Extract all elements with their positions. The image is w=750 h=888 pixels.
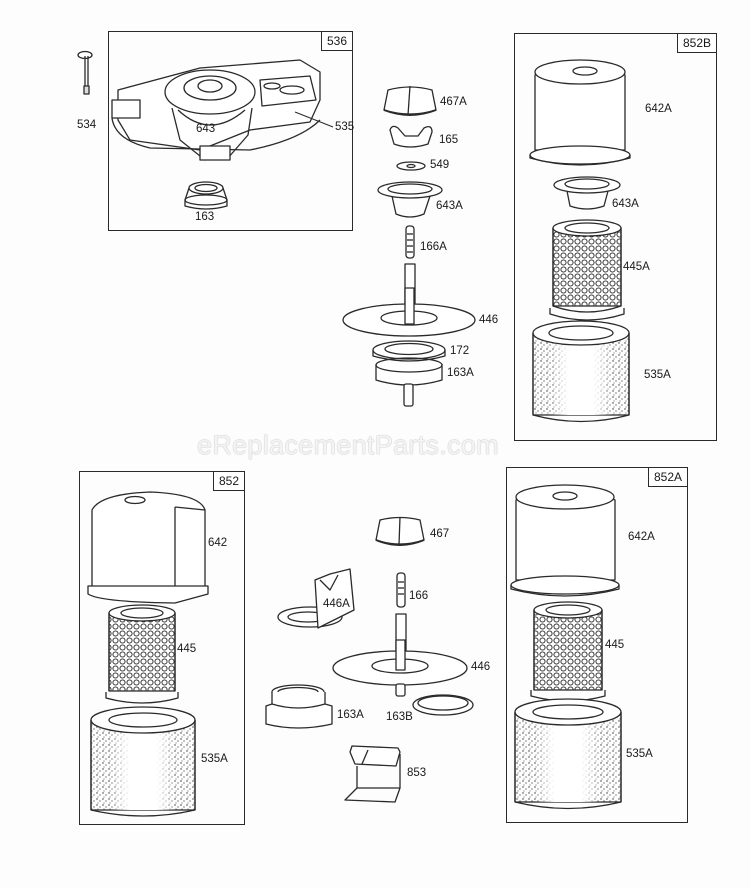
part-label-163A-top[interactable]: 163A — [447, 367, 474, 379]
part-label-549[interactable]: 549 — [430, 159, 450, 171]
group-tag-852B: 852B — [676, 33, 717, 53]
group-box-536: 536 — [108, 31, 353, 231]
part-label-445-852[interactable]: 445 — [177, 643, 197, 655]
watermark: eReplacementParts.com — [197, 430, 499, 460]
group-tag-852: 852 — [212, 471, 245, 491]
part-label-535A-852[interactable]: 535A — [201, 753, 228, 765]
knob-467-icon — [375, 516, 425, 546]
gasket-172-icon — [372, 340, 446, 362]
part-label-853[interactable]: 853 — [407, 767, 427, 779]
group-tag-536: 536 — [320, 31, 353, 51]
prefilter-535A-852-icon — [90, 706, 196, 817]
knob-467A-icon — [383, 85, 437, 116]
group-box-852B: 852B — [514, 33, 717, 441]
part-label-643A[interactable]: 643A — [436, 200, 463, 212]
filter-445-852-icon — [105, 604, 179, 704]
clip-853-icon — [344, 745, 401, 803]
cover-642A-852B-icon — [529, 59, 631, 166]
grommet-163A-bottom-icon — [265, 684, 333, 729]
base-plate-446-top-icon — [342, 263, 476, 337]
part-label-445-852A[interactable]: 445 — [605, 639, 625, 651]
part-label-534[interactable]: 534 — [77, 119, 97, 131]
part-label-163B[interactable]: 163B — [386, 711, 413, 723]
bolt-534-icon — [77, 50, 93, 95]
air-cleaner-base-536-icon — [111, 59, 334, 161]
group-tag-852A: 852A — [647, 467, 688, 487]
prefilter-535A-852B-icon — [532, 320, 630, 423]
group-box-852A: 852A — [506, 467, 688, 823]
washer-549-icon — [396, 161, 426, 171]
grommet-163A-top-icon — [375, 357, 443, 407]
part-label-446-top[interactable]: 446 — [479, 314, 499, 326]
part-label-446-bottom[interactable]: 446 — [471, 661, 491, 673]
filter-445-852A-icon — [530, 601, 606, 702]
stud-166-icon — [396, 572, 406, 608]
stud-166A-icon — [405, 225, 415, 259]
part-label-642A-852B[interactable]: 642A — [645, 103, 672, 115]
part-label-535A-852A[interactable]: 535A — [626, 748, 653, 760]
ring-163B-icon — [412, 694, 474, 716]
filter-445A-852B-icon — [549, 219, 625, 321]
base-plate-446-bottom-icon — [332, 613, 468, 697]
part-label-535A-852B[interactable]: 535A — [644, 369, 671, 381]
group-box-852: 852 — [79, 471, 245, 825]
part-label-166A[interactable]: 166A — [420, 241, 447, 253]
part-label-445A-852B[interactable]: 445A — [623, 261, 650, 273]
part-label-642A-852A[interactable]: 642A — [628, 531, 655, 543]
seal-643A-top-icon — [377, 181, 443, 218]
part-label-643A-852B[interactable]: 643A — [612, 198, 639, 210]
grommet-163-icon — [184, 181, 228, 210]
part-label-467A[interactable]: 467A — [440, 96, 467, 108]
prefilter-535A-852A-icon — [514, 698, 622, 810]
part-label-643[interactable]: 643 — [196, 123, 216, 135]
cover-642-852-icon — [87, 491, 209, 604]
part-label-172[interactable]: 172 — [450, 345, 470, 357]
seal-643A-852B-icon — [553, 176, 621, 210]
part-label-165[interactable]: 165 — [439, 134, 459, 146]
part-label-166[interactable]: 166 — [409, 590, 429, 602]
part-label-642-852[interactable]: 642 — [208, 537, 228, 549]
cover-642A-852A-icon — [510, 484, 620, 597]
part-label-163[interactable]: 163 — [195, 211, 215, 223]
part-label-467[interactable]: 467 — [430, 528, 450, 540]
bracket-446A-icon — [277, 568, 355, 629]
part-label-446A[interactable]: 446A — [323, 598, 350, 610]
part-label-535[interactable]: 535 — [335, 121, 355, 133]
part-label-163A-bottom[interactable]: 163A — [337, 709, 364, 721]
wing-nut-165-icon — [389, 125, 433, 148]
